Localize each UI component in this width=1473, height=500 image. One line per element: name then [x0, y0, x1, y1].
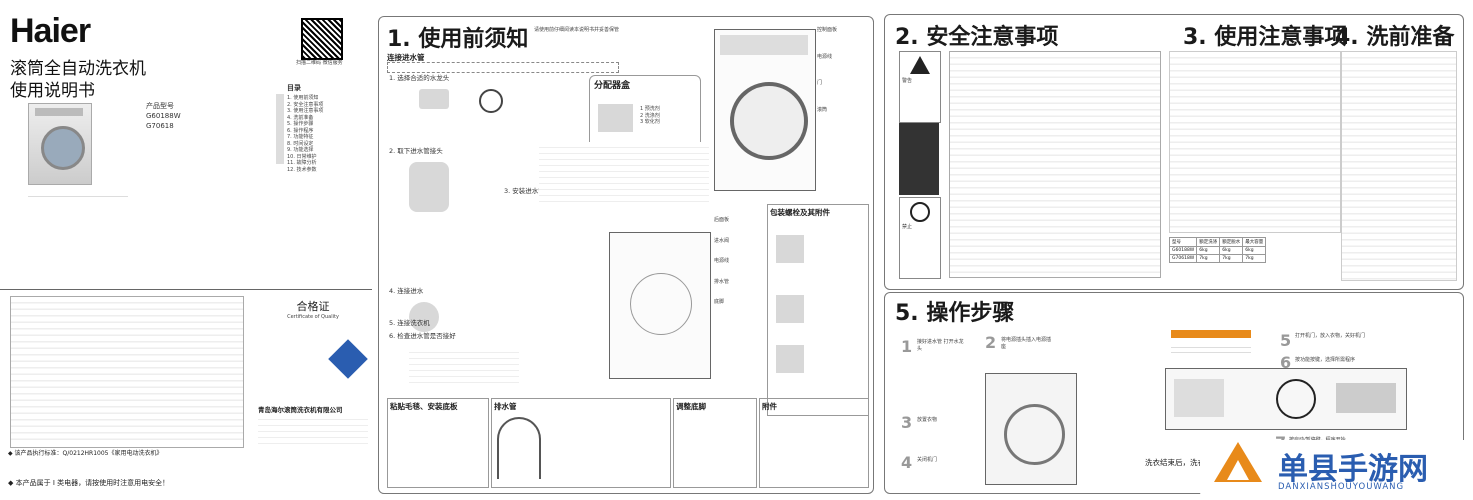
- toc-item[interactable]: 8. 时间设定: [287, 140, 314, 147]
- toc-item[interactable]: 12. 技术参数: [287, 166, 317, 173]
- step-2: 2. 取下进水管接头: [389, 147, 443, 155]
- section-1-subtitle: 请使用前仔细阅读本说明书并妥善保管: [534, 27, 620, 33]
- toc-item[interactable]: 11. 故障分析: [287, 160, 317, 166]
- washer-sketch: [985, 373, 1077, 485]
- toc-item[interactable]: 2. 安全注意事项: [287, 101, 324, 108]
- note-bar: [1171, 330, 1251, 338]
- company-info: [258, 414, 368, 449]
- model-1: G60188W: [146, 112, 181, 120]
- preparation-notes: [1341, 51, 1457, 281]
- product-title: 滚筒全自动洗衣机 使用说明书: [10, 59, 146, 101]
- watermark: 单县手游网 DANXIANSHOUYOUWANG: [1200, 440, 1470, 498]
- cover-page: Haier 滚筒全自动洗衣机 使用说明书 产品型号 G60188W G70618…: [0, 0, 372, 500]
- customer-letter: [10, 296, 244, 448]
- washer-front-diagram: [714, 29, 816, 191]
- toc-item[interactable]: 5. 操作步骤: [287, 121, 314, 127]
- toc-item[interactable]: 4. 洗前准备: [287, 114, 314, 121]
- end-note: 洗衣结束后，洗衣机自动断电: [1145, 458, 1243, 467]
- step-plug: 将电源插头插入电源插座: [1001, 337, 1052, 350]
- step-connect: 接好进水管 打开水龙头: [917, 339, 964, 352]
- step-5: 5. 连接洗衣机: [389, 319, 430, 327]
- step-close-door: 关闭机门: [917, 457, 938, 463]
- step-open-door: 打开机门，放入衣物，关好机门: [1295, 333, 1366, 339]
- cover-small-note: [28, 196, 128, 237]
- model-2: G70618: [146, 122, 174, 130]
- step-6: 6. 检查进水管是否接好: [389, 332, 456, 340]
- transport-bolts-box: 包装螺栓及其附件: [767, 204, 869, 416]
- spec-table: 型号 额定洗涤 额定脱水 最大容量 G60188W 6kg 6kg 6kg G7…: [1168, 237, 1267, 263]
- accessories-box: 附件: [759, 398, 869, 488]
- section-5-title: 5. 操作步骤: [895, 301, 1015, 326]
- toc-item[interactable]: 6. 操作程序: [287, 127, 314, 134]
- watermark-url: DANXIANSHOUYOUWANG: [1278, 482, 1405, 492]
- step-3: 3. 安装进水管接头: [504, 187, 558, 195]
- watermark-name: 单县手游网: [1278, 452, 1428, 487]
- drain-box: 排水管: [491, 398, 671, 488]
- control-panel: [1165, 368, 1407, 430]
- section-3-title: 3. 使用注意事项: [1183, 25, 1347, 50]
- brand-logo: Haier: [10, 12, 91, 50]
- model-label: 产品型号: [146, 102, 174, 110]
- section-2-title: 2. 安全注意事项: [895, 25, 1059, 50]
- toc-heading: 目录: [287, 84, 301, 92]
- usage-notes: [1169, 51, 1341, 233]
- footnote-2: ◆ 本产品属于 I 类电器，请按使用时注意用电安全！: [8, 479, 170, 487]
- blue-seal: [328, 339, 368, 379]
- toc-side-tab: [276, 94, 284, 164]
- warning-column: 警告 禁止: [895, 51, 943, 279]
- toc-item[interactable]: 7. 功能特征: [287, 134, 314, 140]
- section-1-panel: 1. 使用前须知 请使用前仔细阅读本说明书并妥善保管 连接进水管 1. 选择合适…: [378, 16, 874, 494]
- footnote-1: ◆ 该产品执行标准：Q/0212HR1005《家用电动洗衣机》: [8, 450, 163, 457]
- step-select-program: 按功能按键，选择所需程序: [1295, 357, 1356, 363]
- stick-box: 粘贴毛毯、安装底板: [387, 398, 489, 488]
- toc-item[interactable]: 9. 功能选择: [287, 147, 314, 153]
- section-5-panel: 5. 操作步骤 1 接好进水管 打开水龙头 2 将电源插头插入电源插座 3 放置…: [884, 292, 1464, 494]
- washer-back-diagram: [609, 232, 711, 379]
- section-4-title: 4. 洗前准备: [1335, 25, 1455, 50]
- sections-2-4-panel: 2. 安全注意事项 3. 使用注意事项 4. 洗前准备 警告 禁止 型号 额定洗…: [884, 14, 1464, 290]
- level-box: 调整底脚: [673, 398, 757, 488]
- qr-caption: 扫描二维码 微信服务: [296, 60, 343, 66]
- toc-list: 1. 使用前须知 2. 安全注意事项 3. 使用注意事项 4. 洗前准备 5. …: [287, 95, 367, 173]
- safety-illustrations: [1125, 55, 1157, 275]
- connect-water-title: 连接进水管: [387, 53, 425, 62]
- section-1-title: 1. 使用前须知: [387, 27, 529, 52]
- safety-text: [949, 51, 1161, 278]
- company-name: 青岛海尔滚筒洗衣机有限公司: [258, 406, 343, 414]
- step-1: 1. 选择合适的水龙头: [389, 74, 450, 82]
- toc-item[interactable]: 10. 日常维护: [287, 153, 317, 160]
- toc-item[interactable]: 1. 使用前须知: [287, 95, 319, 101]
- certificate: 合格证 Certificate of Quality: [287, 300, 339, 320]
- step-load: 放置衣物: [917, 417, 938, 423]
- qr-code: [301, 18, 343, 60]
- washer-image: [28, 103, 92, 185]
- step-4: 4. 连接进水: [389, 287, 424, 295]
- toc-item[interactable]: 3. 使用注意事项: [287, 108, 324, 114]
